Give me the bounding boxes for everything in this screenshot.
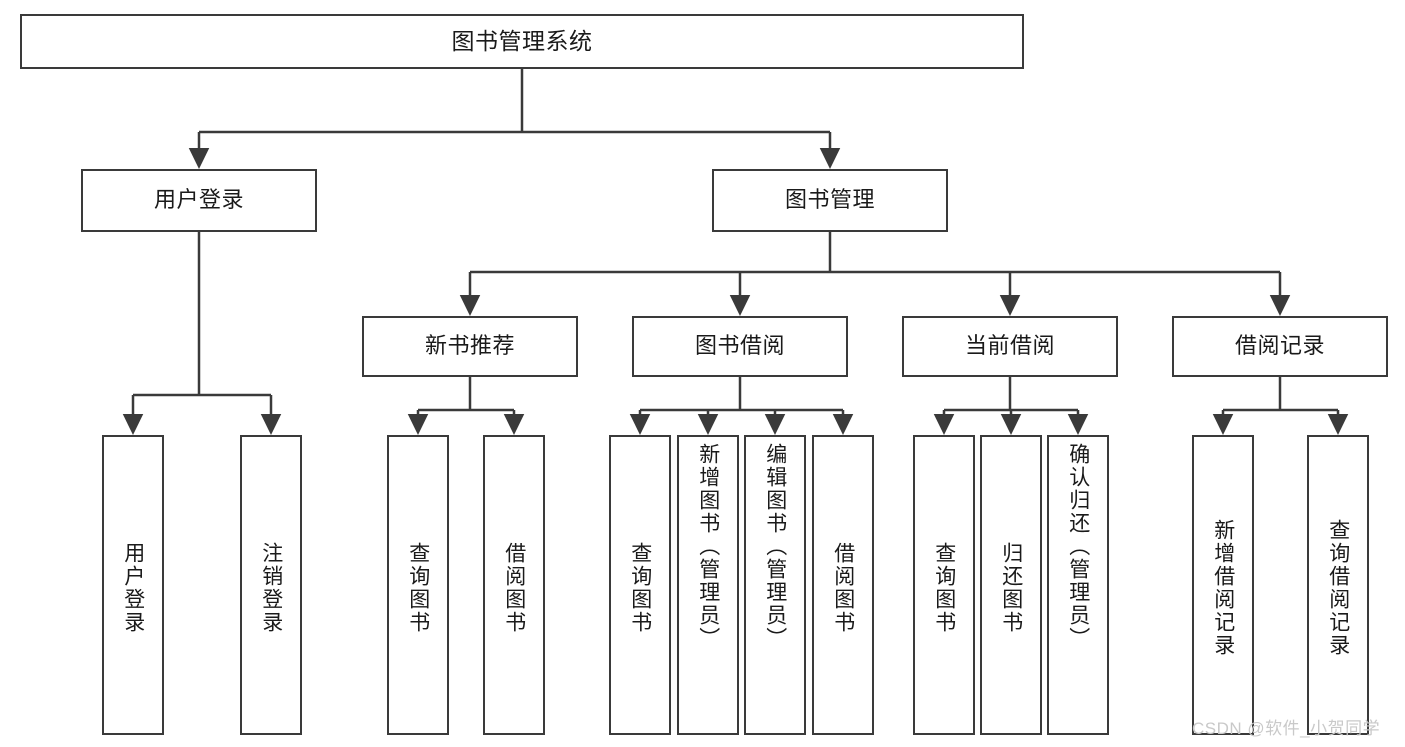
node-label: 借阅记录	[1234, 333, 1325, 359]
node-label: 图书管理	[784, 187, 875, 213]
leaf-user-login[interactable]: 用户登录	[102, 435, 164, 735]
leaf-add-borrow-record[interactable]: 新增借阅记录	[1192, 435, 1254, 735]
node-label: 查询借阅记录	[1326, 519, 1350, 657]
leaf-confirm-return[interactable]: 确认归还（管理员）	[1047, 435, 1109, 735]
leaf-query-book-borrow[interactable]: 查询图书	[609, 435, 671, 735]
leaf-query-book-newbook[interactable]: 查询图书	[387, 435, 449, 735]
leaf-borrow-book[interactable]: 借阅图书	[812, 435, 874, 735]
node-book-management[interactable]: 图书管理	[712, 169, 948, 232]
node-new-book-recommend[interactable]: 新书推荐	[362, 316, 578, 377]
node-label: 新增图书（管理员）	[696, 443, 720, 650]
node-label: 用户登录	[121, 542, 145, 634]
node-label: 借阅图书	[831, 542, 855, 634]
node-label: 当前借阅	[964, 333, 1055, 359]
node-label: 查询图书	[628, 542, 652, 634]
node-label: 编辑图书（管理员）	[763, 443, 787, 650]
node-current-borrow[interactable]: 当前借阅	[902, 316, 1118, 377]
leaf-logout[interactable]: 注销登录	[240, 435, 302, 735]
node-label: 借阅图书	[502, 542, 526, 634]
node-label: 查询图书	[406, 542, 430, 634]
node-label: 新增借阅记录	[1211, 519, 1235, 657]
node-label: 查询图书	[932, 542, 956, 634]
leaf-query-book-current[interactable]: 查询图书	[913, 435, 975, 735]
leaf-return-book[interactable]: 归还图书	[980, 435, 1042, 735]
leaf-edit-book[interactable]: 编辑图书（管理员）	[744, 435, 806, 735]
node-borrow-record[interactable]: 借阅记录	[1172, 316, 1388, 377]
node-label: 图书借阅	[694, 333, 785, 359]
node-label: 确认归还（管理员）	[1066, 443, 1090, 650]
node-label: 用户登录	[153, 187, 244, 213]
node-label: 归还图书	[999, 542, 1023, 634]
node-root-system[interactable]: 图书管理系统	[20, 14, 1024, 69]
node-label: 新书推荐	[424, 333, 515, 359]
node-label: 图书管理系统	[451, 27, 593, 54]
watermark-text: CSDN @软件_小贺同学	[1192, 719, 1381, 738]
node-book-borrow[interactable]: 图书借阅	[632, 316, 848, 377]
leaf-borrow-book-newbook[interactable]: 借阅图书	[483, 435, 545, 735]
leaf-query-borrow-record[interactable]: 查询借阅记录	[1307, 435, 1369, 735]
leaf-add-book[interactable]: 新增图书（管理员）	[677, 435, 739, 735]
node-user-login[interactable]: 用户登录	[81, 169, 317, 232]
node-label: 注销登录	[259, 542, 283, 634]
